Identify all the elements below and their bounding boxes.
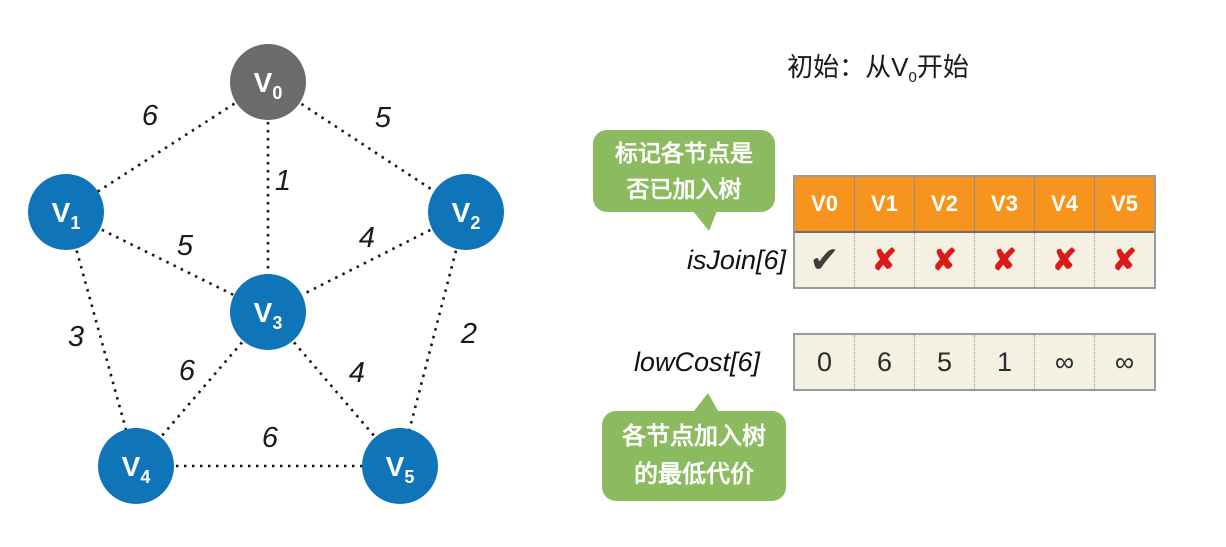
node-label-V3: V3 bbox=[254, 297, 283, 333]
isjoin-cell-v4-cross-icon: ✘ bbox=[1034, 233, 1094, 287]
node-label-V5: V5 bbox=[386, 451, 415, 487]
lowcost-array-label: lowCost[6] bbox=[633, 347, 760, 377]
node-label-V1: V1 bbox=[52, 197, 81, 233]
lowcost-cell-v3: 1 bbox=[974, 335, 1034, 389]
isjoin-header-v1: V1 bbox=[854, 177, 914, 231]
step-title-prefix: 初始：从V bbox=[787, 52, 909, 82]
isjoin-callout-line1: 标记各节点是 bbox=[615, 140, 753, 166]
isjoin-callout-tail bbox=[693, 211, 717, 231]
step-title-subscript: 0 bbox=[908, 69, 917, 87]
lowcost-callout-line2: 的最低代价 bbox=[634, 461, 754, 488]
lowcost-cell-v0: 0 bbox=[816, 346, 833, 377]
lowcost-cell-v2: 5 bbox=[914, 335, 974, 389]
node-V3 bbox=[230, 274, 306, 350]
step-title-suffix: 开始 bbox=[916, 52, 969, 82]
step-title: 初始：从V0开始 bbox=[768, 47, 988, 86]
node-label-V2: V2 bbox=[452, 197, 481, 233]
edge-weight-V0-V3: 1 bbox=[275, 165, 291, 197]
node-V2 bbox=[428, 174, 504, 250]
edge-weight-V2-V3: 4 bbox=[359, 222, 375, 254]
edge-V2-V5 bbox=[398, 211, 468, 467]
node-label-V4: V4 bbox=[122, 451, 151, 487]
lowcost-cell-v1: 6 bbox=[854, 335, 914, 389]
edge-weight-V4-V5: 6 bbox=[262, 422, 279, 454]
isjoin-cell-v1-cross-icon: ✘ bbox=[854, 233, 914, 287]
lowcost-cell-v4: ∞ bbox=[1034, 335, 1094, 389]
isjoin-header-v5: V5 bbox=[1094, 177, 1154, 231]
lowcost-table: 0 6 5 1 ∞ ∞ bbox=[793, 333, 1156, 391]
node-V1 bbox=[28, 174, 104, 250]
edge-weight-V3-V5: 4 bbox=[349, 357, 365, 389]
isjoin-array-label: isJoin[6] bbox=[686, 245, 786, 275]
edge-V0-V1 bbox=[65, 80, 269, 214]
edge-weight-V1-V3: 5 bbox=[177, 230, 194, 262]
node-V4 bbox=[98, 428, 174, 504]
isjoin-header-v3: V3 bbox=[974, 177, 1034, 231]
isjoin-cell-v0-check-icon: ✔ bbox=[809, 239, 840, 280]
lowcost-callout-line1: 各节点加入树 bbox=[622, 423, 766, 450]
node-V5 bbox=[362, 428, 438, 504]
isjoin-callout: 标记各节点是 否已加入树 bbox=[593, 130, 775, 231]
edge-weight-V1-V4: 3 bbox=[68, 321, 84, 353]
lowcost-callout-tail bbox=[694, 393, 718, 411]
isjoin-callout-line2: 否已加入树 bbox=[626, 176, 742, 202]
isjoin-header-v2: V2 bbox=[914, 177, 974, 231]
isjoin-cell-v3-cross-icon: ✘ bbox=[974, 233, 1034, 287]
node-label-V0: V0 bbox=[254, 67, 283, 103]
edge-weight-V2-V5: 2 bbox=[460, 318, 477, 350]
isjoin-table: V0 V1 V2 V3 V4 V5 ✔ ✘ ✘ ✘ ✘ ✘ bbox=[793, 175, 1156, 289]
edge-weight-V3-V4: 6 bbox=[179, 355, 196, 387]
edge-V1-V3 bbox=[65, 210, 269, 314]
isjoin-value-row: ✔ ✘ ✘ ✘ ✘ ✘ bbox=[795, 233, 1154, 287]
isjoin-header-v0: V0 bbox=[811, 191, 838, 216]
lowcost-value-row: 0 6 5 1 ∞ ∞ bbox=[795, 335, 1154, 389]
edge-weight-V0-V1: 6 bbox=[142, 100, 159, 132]
isjoin-header-row: V0 V1 V2 V3 V4 V5 bbox=[795, 177, 1154, 233]
isjoin-cell-v5-cross-icon: ✘ bbox=[1094, 233, 1154, 287]
isjoin-header-v4: V4 bbox=[1034, 177, 1094, 231]
edge-weight-V0-V2: 5 bbox=[375, 102, 392, 134]
isjoin-cell-v2-cross-icon: ✘ bbox=[914, 233, 974, 287]
lowcost-callout: 各节点加入树 的最低代价 bbox=[602, 393, 786, 501]
node-V0 bbox=[230, 44, 306, 120]
lowcost-cell-v5: ∞ bbox=[1094, 335, 1154, 389]
